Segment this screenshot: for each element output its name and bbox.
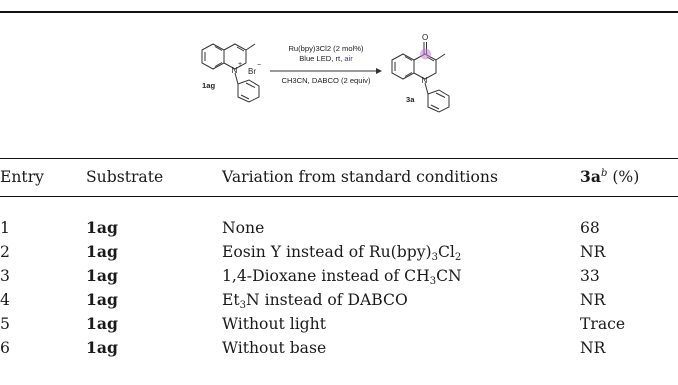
condition-light-prefix: Blue LED, rt, [299, 54, 344, 63]
row-entry: 3 [0, 267, 10, 285]
substrate-nitrogen: N [232, 66, 238, 75]
row-variation: Eosin Y instead of Ru(bpy)3Cl2 [222, 243, 462, 263]
variation-text: Eosin Y instead of Ru(bpy) [222, 243, 432, 261]
header-variation: Variation from standard conditions [222, 168, 498, 186]
reaction-arrowhead [376, 68, 382, 74]
row-substrate: 1ag [86, 242, 118, 261]
row-variation: None [222, 219, 265, 237]
product-nitrogen: N [422, 76, 428, 85]
variation-subscript: 3 [429, 276, 437, 287]
condition-air: air [344, 54, 353, 63]
counterion: Br [248, 67, 256, 76]
row-substrate: 1ag [86, 218, 118, 237]
condition-catalyst: Ru(bpy)3Cl2 (2 mol%) [288, 44, 364, 53]
row-entry: 4 [0, 291, 10, 309]
table-top-rule [0, 11, 678, 13]
row-variation: Et3N instead of DABCO [222, 291, 408, 311]
scheme-divider-rule [0, 158, 678, 159]
row-variation: 1,4-Dioxane instead of CH3CN [222, 267, 462, 287]
variation-text: CN [436, 267, 462, 285]
row-entry: 6 [0, 339, 10, 357]
substrate-plus: + [238, 61, 242, 68]
variation-text: Et [222, 291, 240, 309]
header-yield: 3ab (%) [580, 167, 640, 187]
reaction-scheme: N + Br − 1ag Ru(bpy)3Cl2 (2 mol%) Blue L… [201, 33, 450, 113]
product-3a-structure [391, 42, 450, 113]
row-substrate: 1ag [86, 314, 118, 333]
product-oxygen: O [422, 33, 428, 42]
row-yield: 68 [580, 219, 600, 237]
row-substrate: 1ag [86, 266, 118, 285]
row-yield: NR [580, 243, 606, 261]
row-variation: Without base [222, 339, 327, 357]
condition-light: Blue LED, rt, air [299, 54, 353, 63]
substrate-label: 1ag [202, 81, 215, 90]
header-yield-compound: 3a [580, 167, 601, 186]
row-substrate: 1ag [86, 338, 118, 357]
header-entry: Entry [0, 168, 44, 186]
row-entry: 1 [0, 219, 10, 237]
variation-text: Cl [438, 243, 455, 261]
substrate-1ag-structure [201, 43, 260, 103]
row-yield: NR [580, 339, 606, 357]
row-yield: Trace [580, 315, 626, 333]
row-variation: Without light [222, 315, 326, 333]
radical-highlight [420, 48, 431, 60]
header-substrate: Substrate [86, 168, 164, 186]
condition-solvent-base: CH3CN, DABCO (2 equiv) [281, 76, 371, 85]
row-yield: NR [580, 291, 606, 309]
variation-subscript: 3 [431, 252, 438, 263]
variation-text: N instead of DABCO [246, 291, 408, 309]
header-rule [0, 196, 678, 197]
header-yield-footnote: b [600, 168, 608, 179]
row-entry: 2 [0, 243, 10, 261]
counterion-minus: − [257, 62, 261, 69]
product-label: 3a [406, 95, 415, 104]
header-yield-unit: (%) [607, 168, 640, 186]
row-yield: 33 [580, 267, 600, 285]
variation-text: 1,4-Dioxane instead of CH [222, 267, 430, 285]
row-substrate: 1ag [86, 290, 118, 309]
variation-subscript: 2 [454, 252, 462, 263]
row-entry: 5 [0, 315, 10, 333]
variation-subscript: 3 [239, 300, 247, 311]
